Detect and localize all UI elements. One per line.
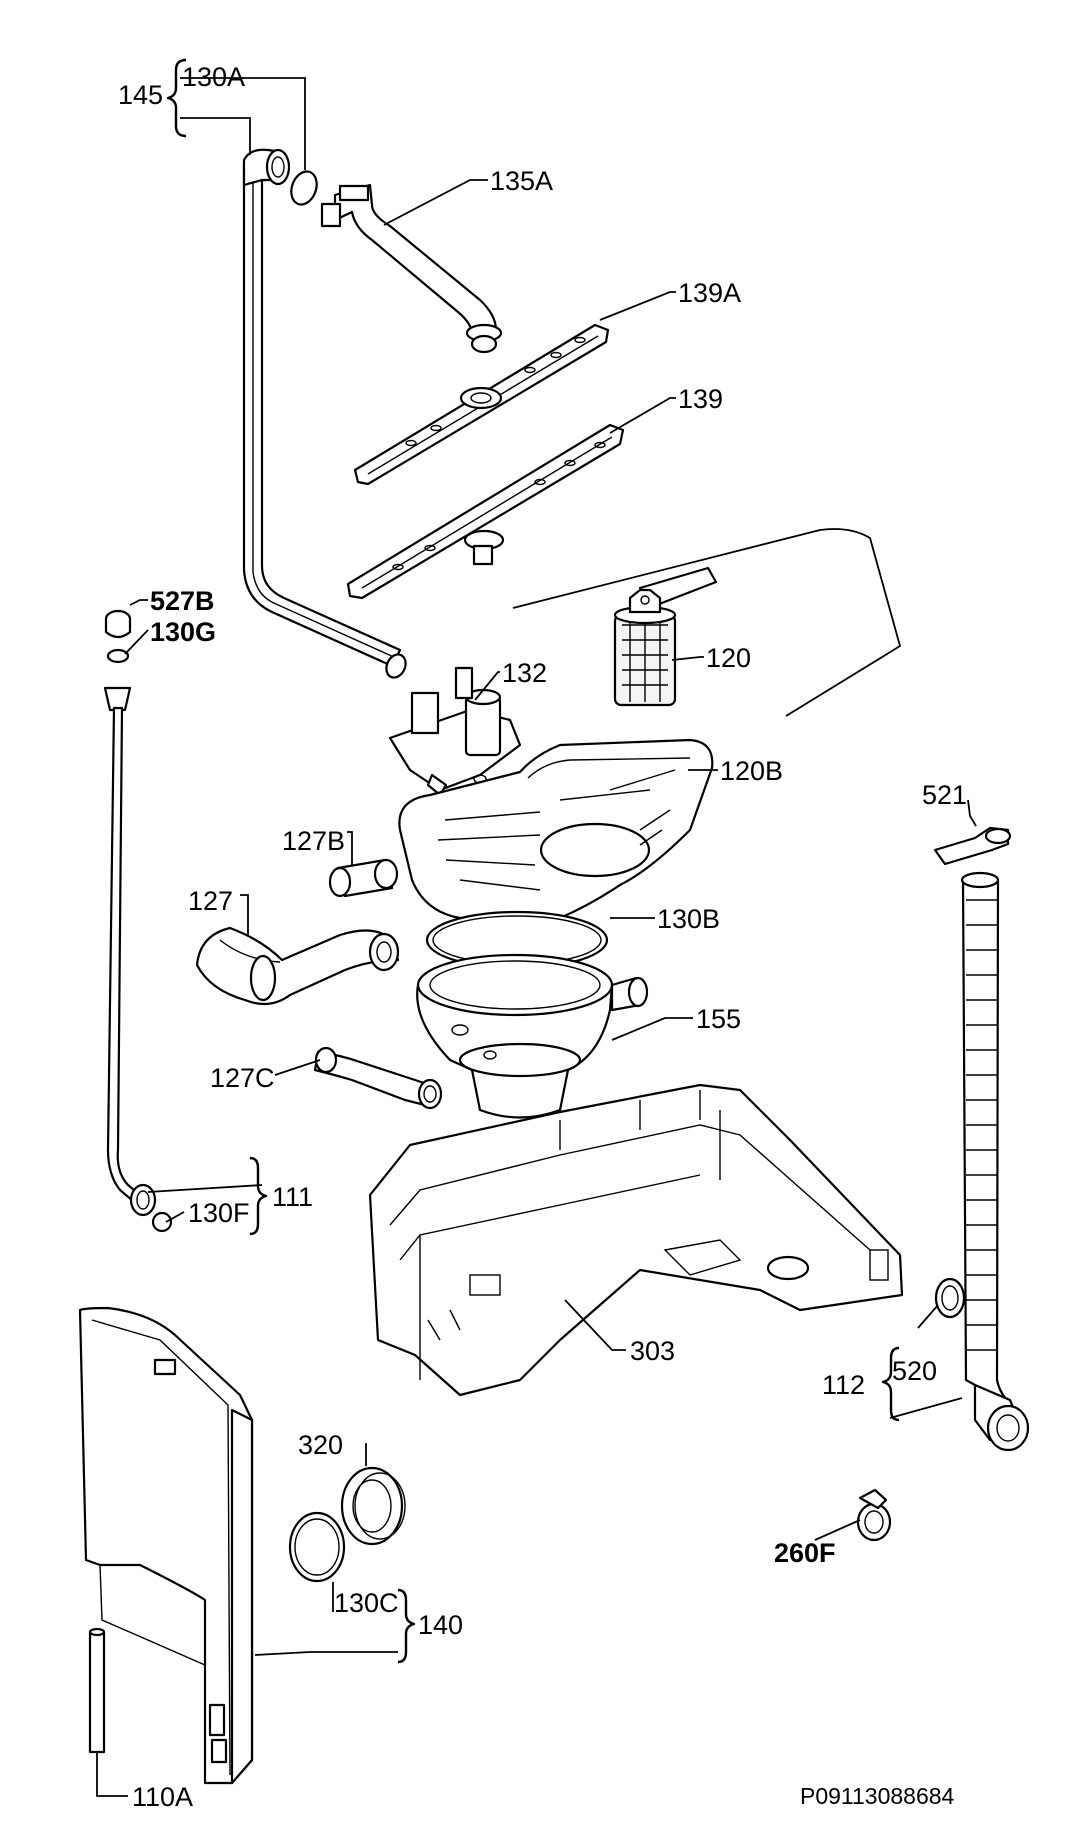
label-130f: 130F [188,1198,250,1228]
braces [166,58,900,1664]
label-132: 132 [502,658,547,688]
part-139-lower-spray-arm [346,423,625,600]
part-111-inlet-hose [103,686,157,1217]
leader-lines [96,77,977,1797]
part-130g-washer [106,648,130,664]
part-120-filter [512,528,902,717]
label-111: 111 [272,1182,313,1212]
part-260f-clamp [856,1488,892,1542]
label-135a: 135A [490,166,553,196]
part-127c-hose [313,1046,443,1110]
part-labels: 145 130A 135A 139A 139 527B 130G 132 120… [118,62,967,1812]
label-130c: 130C [334,1588,399,1618]
label-120b: 120B [720,756,783,786]
part-520-clip [934,1277,966,1319]
label-120: 120 [706,643,751,673]
label-527b: 527B [150,586,215,616]
label-520: 520 [892,1356,937,1386]
label-130g: 130G [150,617,216,647]
label-127b: 127B [282,826,345,856]
label-521: 521 [922,780,967,810]
label-139: 139 [678,384,723,414]
part-320-seal [340,1466,406,1546]
part-127-hose [195,926,400,1006]
part-145-riser-pipe [242,148,407,679]
part-130a-oring [290,170,318,206]
part-130f-seal [151,1211,173,1233]
part-303-base [368,1083,904,1397]
part-130c-ring [288,1511,346,1583]
label-112: 112 [822,1370,865,1400]
part-155-sump [416,953,649,1119]
label-145: 145 [118,80,163,110]
label-320: 320 [298,1430,343,1460]
part-127b-pipe [328,858,399,898]
part-521-bracket [933,826,1012,866]
part-110a-pin [88,1627,106,1754]
label-130b: 130B [657,904,720,934]
part-527b-cap [104,609,132,639]
part-140-water-jacket [78,1306,254,1785]
part-112-drain-hose [960,871,1030,1452]
label-140: 140 [418,1610,463,1640]
label-127: 127 [188,886,233,916]
drawing-code: P09113088684 [800,1783,955,1809]
label-303: 303 [630,1336,675,1366]
label-127c: 127C [210,1063,275,1093]
label-110a: 110A [132,1782,193,1812]
label-260f: 260F [774,1538,836,1568]
part-139a-upper-spray-arm [353,323,610,486]
part-120b-filter-plate [398,738,714,920]
label-155: 155 [696,1004,741,1034]
label-139a: 139A [678,278,741,308]
part-135a-conduit [320,183,503,354]
label-130a: 130A [182,62,245,92]
part-132-valve [388,666,522,797]
